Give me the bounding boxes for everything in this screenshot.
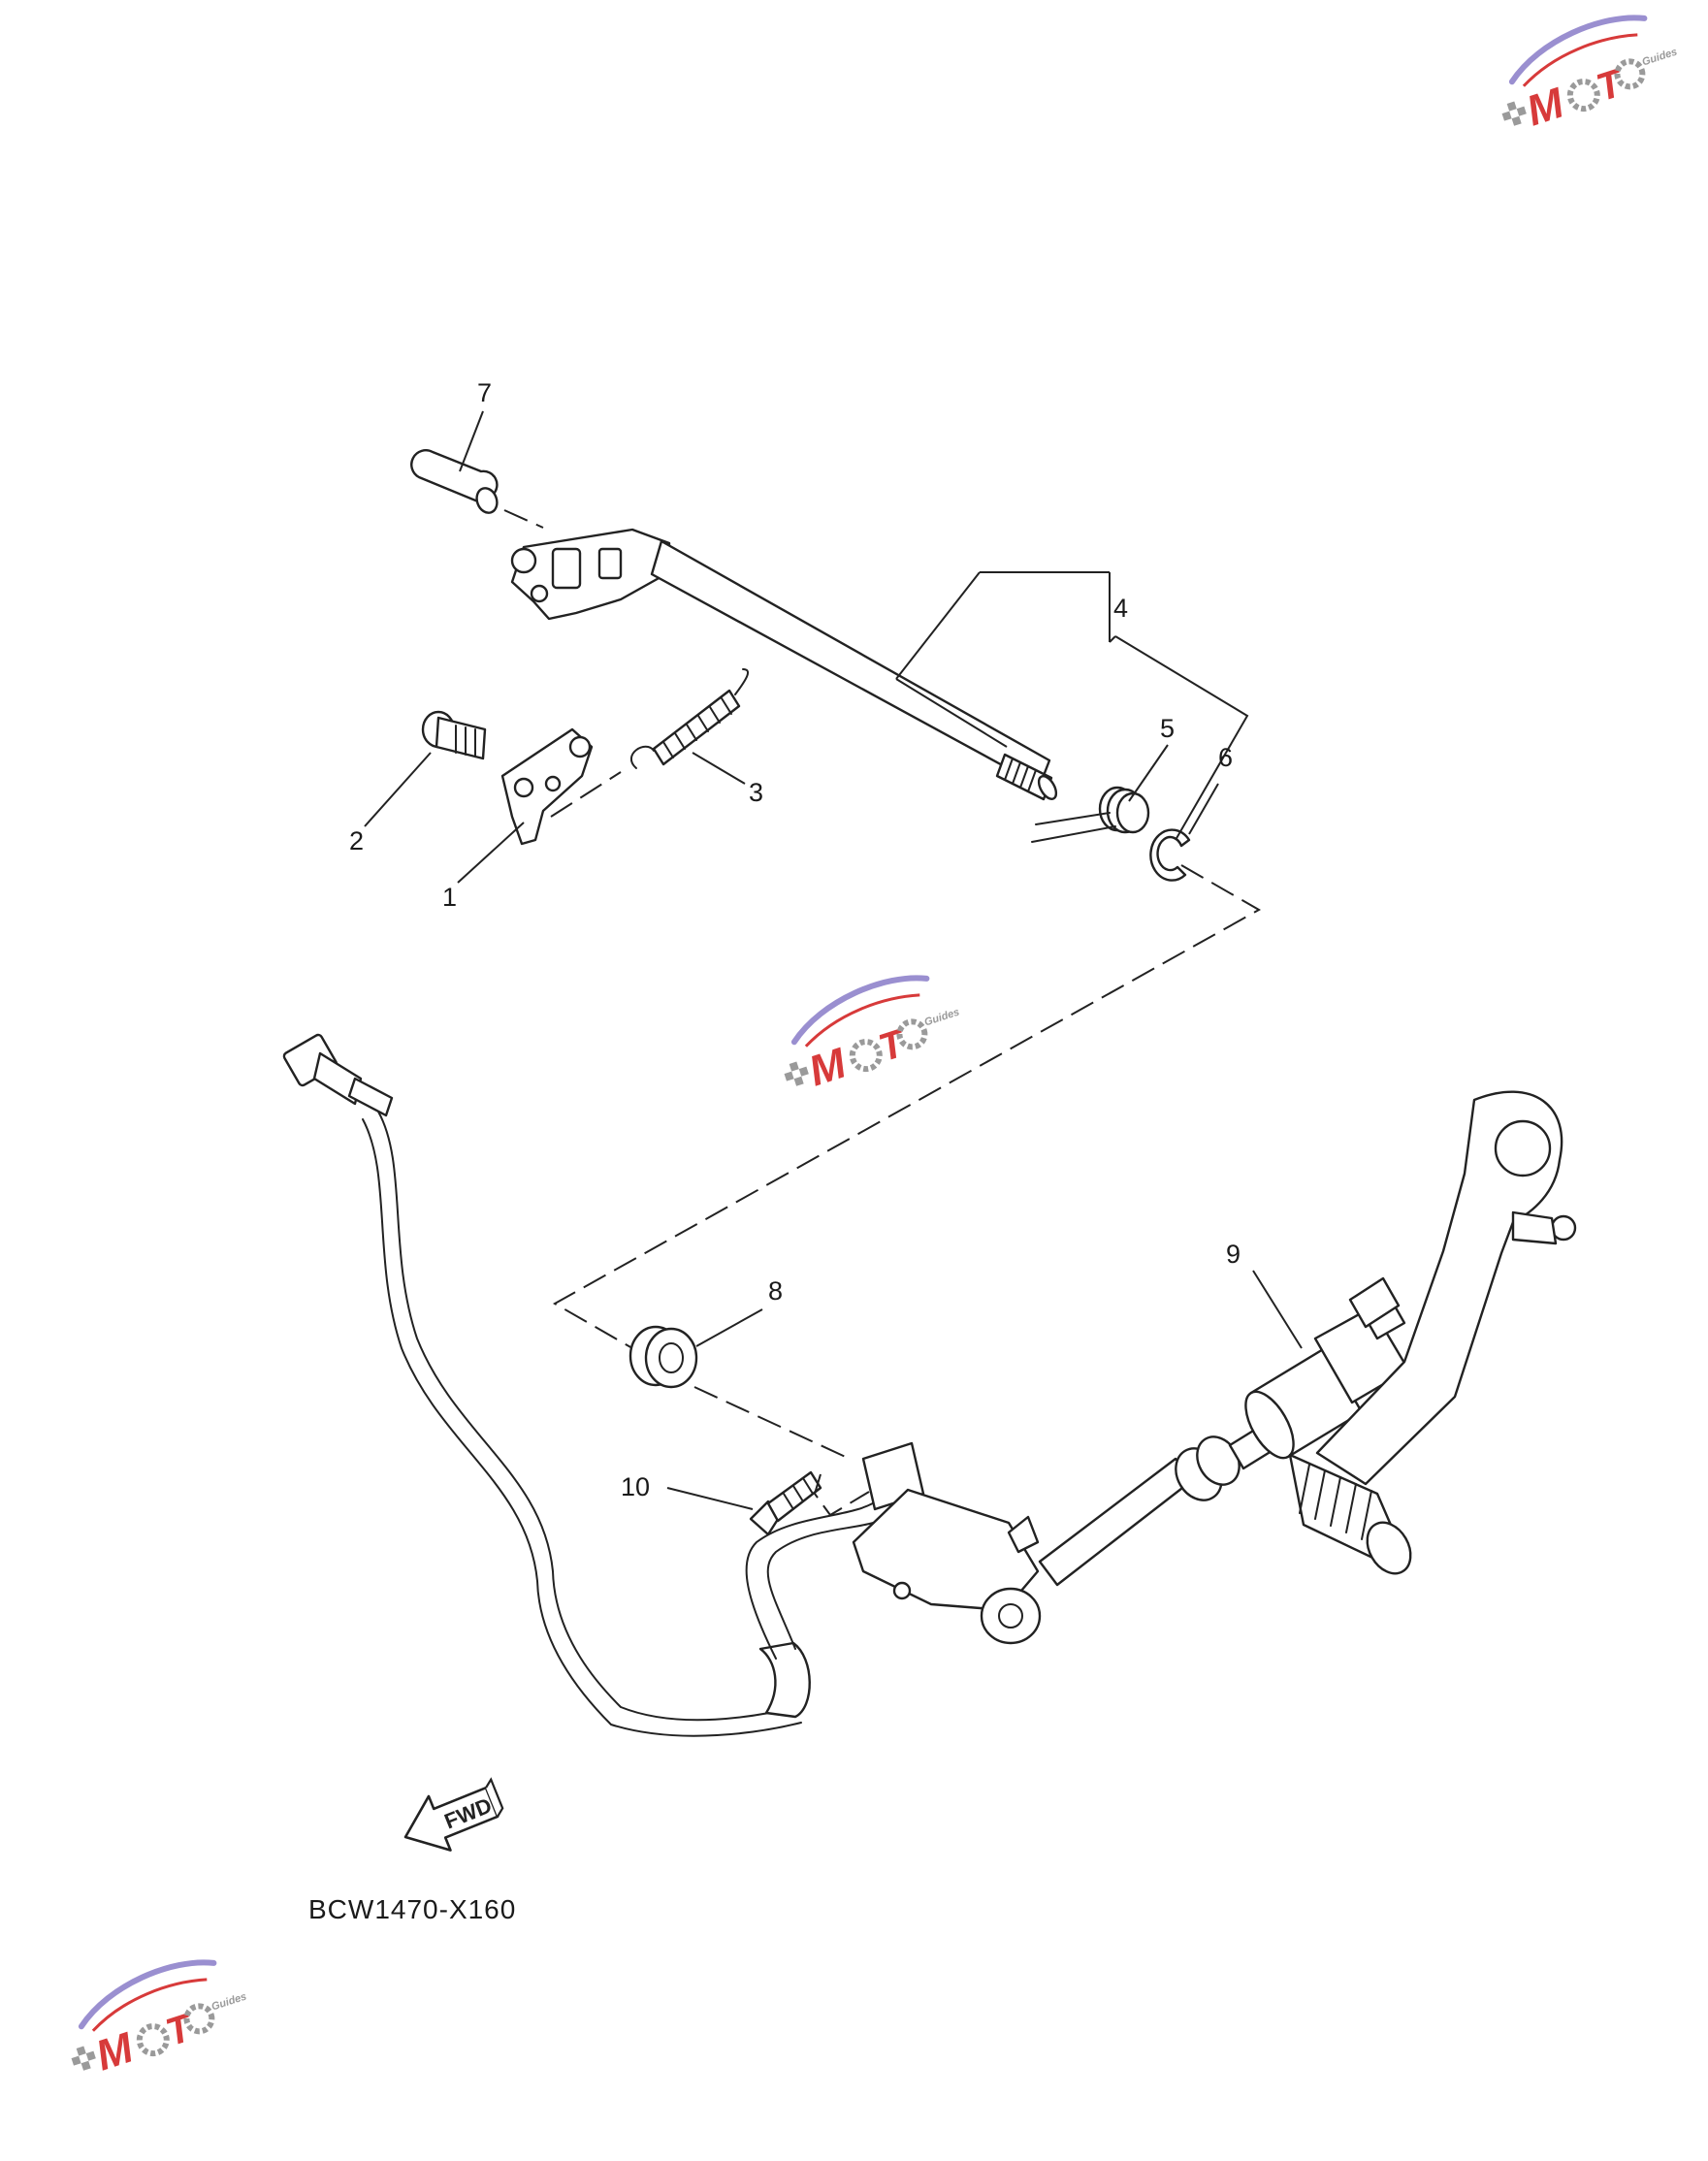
moto-logo-icon — [54, 1948, 258, 2088]
part-3-spring — [629, 668, 750, 769]
callout-3: 3 — [749, 778, 763, 807]
callout-7: 7 — [477, 378, 492, 407]
drawing-code: BCW1470-X160 — [308, 1894, 516, 1924]
fwd-arrow-icon: FWD — [403, 1777, 504, 1852]
callout-4: 4 — [1113, 594, 1128, 623]
part-10-bolt — [749, 1470, 822, 1536]
leader-lines — [364, 410, 1303, 1510]
part-9-shift-switch — [1244, 1276, 1410, 1460]
moto-logo-icon — [767, 963, 971, 1104]
part-5-spring — [1031, 786, 1150, 843]
callout-1: 1 — [442, 883, 457, 912]
callout-8: 8 — [768, 1276, 783, 1306]
part-1-lever — [500, 727, 594, 846]
shift-arm-clamp — [852, 1441, 1042, 1645]
part-7-pin — [410, 449, 499, 514]
shift-pedal — [1288, 1090, 1577, 1575]
callout-9: 9 — [1226, 1240, 1241, 1269]
callout-2: 2 — [349, 826, 364, 855]
shift-sensor-harness — [282, 1033, 893, 1737]
part-2-bolt — [421, 710, 487, 760]
part-4-shift-shaft — [510, 528, 1058, 801]
callout-5: 5 — [1160, 714, 1175, 743]
shift-rod — [1038, 1418, 1286, 1587]
moto-logo-icon — [1485, 3, 1689, 144]
part-6-circlip — [1149, 828, 1191, 882]
callout-6: 6 — [1218, 743, 1233, 772]
callout-10: 10 — [621, 1472, 650, 1501]
part-8-oil-seal — [628, 1325, 698, 1389]
